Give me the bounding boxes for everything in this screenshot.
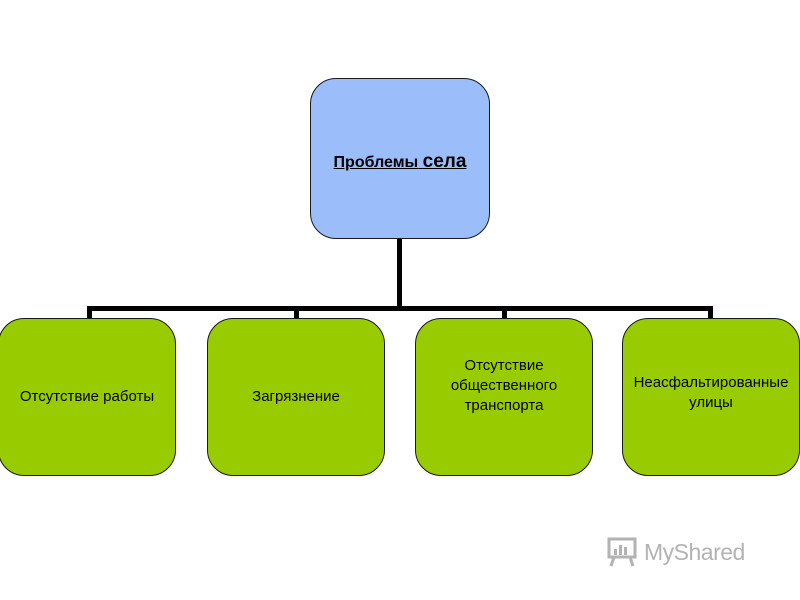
root-node: Проблемы села — [310, 78, 490, 239]
connector-child-4 — [708, 306, 713, 319]
root-label-part1: Проблемы — [333, 153, 419, 171]
child-node-label: Загрязнение — [252, 388, 340, 405]
root-label-part2: села — [422, 150, 467, 172]
watermark-text: MyShared — [644, 538, 745, 565]
watermark: MyShared — [606, 536, 745, 568]
connector-root-trunk — [397, 239, 402, 308]
child-node-label: Отсутствие общественного транспорта — [450, 357, 558, 414]
connector-horizontal-bar — [87, 306, 713, 311]
child-node-no-jobs: Отсутствие работы — [0, 318, 176, 476]
connector-child-2 — [294, 306, 299, 319]
connector-child-3 — [502, 306, 507, 319]
child-node-unpaved-streets: Неасфальтированные улицы — [622, 318, 800, 476]
child-node-pollution: Загрязнение — [207, 318, 385, 476]
root-node-label: Проблемы села — [334, 151, 467, 173]
presentation-board-icon — [607, 537, 637, 567]
child-node-label: Отсутствие работы — [19, 388, 155, 405]
child-node-no-public-transport: Отсутствие общественного транспорта — [415, 318, 593, 476]
connector-child-1 — [87, 306, 92, 319]
child-node-label: Неасфальтированные улицы — [633, 374, 789, 411]
